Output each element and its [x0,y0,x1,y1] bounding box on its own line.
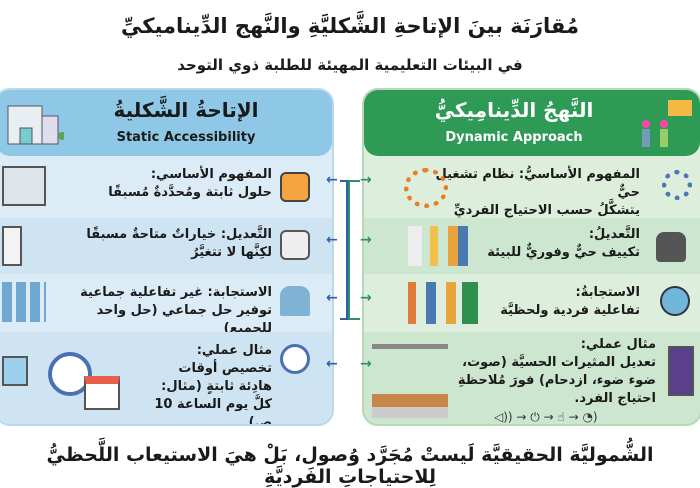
sensory-panel-icon [668,346,694,396]
panel-subtitle: Dynamic Approach [445,130,583,145]
row-label: الاستجابة: غير تفاعلية جماعية [80,285,272,300]
row-adjustment: التَّعديلُ: تكييف حيٌّ وفوريٌّ للبيئة [364,218,700,274]
tools-icon [408,282,478,324]
sensory-flow-icons: ◁)) → ⏻ → ☝ → ◔) [494,410,598,424]
static-accessibility-panel: الإتاحةُ الشَّكليةُ Static Accessibility… [0,88,334,426]
checklist-icon [280,230,310,260]
switch-light-door-icon [408,226,472,266]
connector-right [348,180,360,320]
row-concept: المفهوم الأساسي: حلول ثابتة ومُحدَّدةٌ مُ… [0,156,332,218]
panel-header: النَّهجُ الدِّينامِيكيُّ Dynamic Approac… [364,90,700,156]
clock-icon [48,352,92,396]
row-text: لكِنَّها لا تتغيَّرُ [191,245,272,260]
document-icon [2,226,22,266]
row-response: الاستجابةُ: تفاعلية فردية ولحظيَّة [364,274,700,332]
row-text: يتشكَّلُ حسب الاحتياج الفرديِّ [453,203,640,218]
calendar-icon [84,376,120,410]
row-label: مثال عملي: [196,343,272,358]
arrow-left-icon: ← [326,172,338,188]
arrow-right-icon: → [360,232,372,248]
gears-cluster-icon [404,168,448,208]
lock-icon [280,172,310,202]
gears-icon [662,170,692,200]
row-label: المفهوم الأساسي: [150,167,272,182]
footer-statement: الشُّموليَّة الحقيقيَّة لَيستْ مُجَرَّد … [46,444,654,488]
clock-calendar-icon [280,344,310,374]
building-icon [7,105,64,145]
row-example: مثال عملي: تعديل المثيرات الحسيَّة (صوت، … [364,332,700,424]
person-icon [660,286,690,316]
arrow-right-icon: → [360,356,372,372]
page-subtitle: في البيئات التعليمية المهيئة للطلبة ذوي … [177,56,523,74]
row-label: التَّعديلُ: [588,227,640,242]
row-label: مثال عملي: [580,337,656,352]
monitor-clock-icon [2,356,28,386]
people-puzzle-icon [642,100,692,147]
panel-header: الإتاحةُ الشَّكليةُ Static Accessibility [0,90,332,156]
row-adjustment: التَّعديل: خياراتٌ متاحةٌ مسبقًا لكِنَّها… [0,218,332,274]
group-icon [280,286,310,316]
panel-title: الإتاحةُ الشَّكليةُ [113,98,259,122]
row-example: مثال عملي: تخصيص أوقات هادِئة ثابتةٍ (مثا… [0,332,332,426]
arrow-left-icon: ← [326,232,338,248]
crowd-icon [2,282,46,322]
connector-left [340,180,348,320]
sensory-room-icon [372,344,448,418]
panel-subtitle: Static Accessibility [116,130,256,145]
page-title: مُقارَنَة بينَ الإتاحةِ الشَّكليَّةِ وال… [121,14,579,38]
arrow-left-icon: ← [326,356,338,372]
row-text: حلول ثابتة ومُحدَّدةٌ مُسبقًا [108,185,272,200]
dynamic-approach-panel: النَّهجُ الدِّينامِيكيُّ Dynamic Approac… [362,88,700,426]
row-text: تخصيص أوقات هادِئة ثابتةٍ (مثال: كلَّ يو… [154,361,272,426]
row-text: تفاعلية فردية ولحظيَّة [500,303,640,318]
arrow-right-icon: → [360,172,372,188]
arrow-left-icon: ← [326,290,338,306]
panel-title: النَّهجُ الدِّينامِيكيُّ [434,98,594,122]
row-text: تعديل المثيرات الحسيَّة (صوت، ضوء ضوء، ا… [457,355,656,406]
row-label: المفهوم الأساسيُّ: نظام تشغيل حيٌّ [435,167,641,200]
row-label: التَّعديل: خياراتٌ متاحةٌ مسبقًا [86,227,272,242]
row-text: تكييف حيٌّ وفوريٌّ للبيئة [487,245,640,260]
row-label: الاستجابةُ: [575,285,640,300]
arrow-right-icon: → [360,290,372,306]
joystick-icon [656,232,686,262]
row-concept: المفهوم الأساسيُّ: نظام تشغيل حيٌّ يتشكَّ… [364,156,700,218]
door-icon [2,166,46,206]
